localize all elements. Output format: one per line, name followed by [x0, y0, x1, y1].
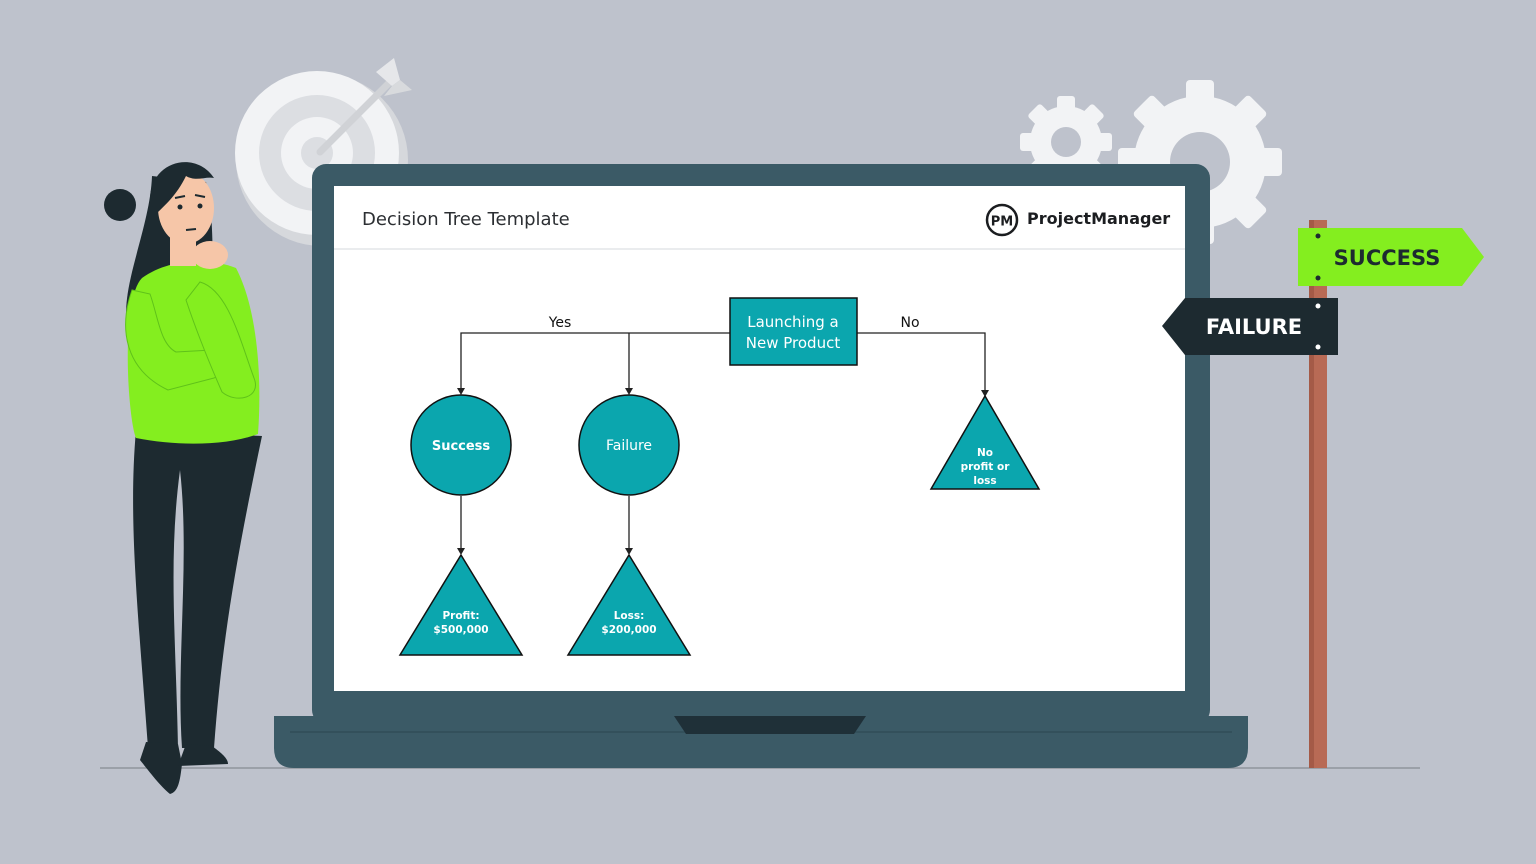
page-title: Decision Tree Template — [362, 209, 570, 230]
profit-line2: $500,000 — [433, 624, 488, 636]
failure-node-label: Failure — [606, 438, 652, 454]
success-node-label: Success — [432, 439, 491, 454]
sign-success: SUCCESS — [1298, 228, 1484, 286]
thinking-woman-illustration — [104, 162, 262, 794]
arrow-icon — [316, 58, 412, 156]
arrowheads — [457, 388, 989, 555]
chance-node-failure: Failure — [578, 394, 680, 496]
end-node-loss: Loss: $200,000 — [566, 553, 692, 656]
brand-name: ProjectManager — [1027, 209, 1170, 228]
chance-node-success: Success — [410, 394, 512, 496]
brand-badge: PM — [991, 215, 1013, 230]
edge-label-yes: Yes — [548, 315, 572, 331]
sign-failure: FAILURE — [1162, 298, 1338, 355]
loss-line2: $200,000 — [601, 624, 656, 636]
no-change-line1: No — [977, 447, 993, 459]
signpost: SUCCESS FAILURE — [1162, 220, 1484, 768]
edge-label-no: No — [900, 315, 919, 331]
projectmanager-logo: PM ProjectManager — [985, 203, 1170, 237]
sign-failure-label: FAILURE — [1206, 315, 1302, 339]
tree-connectors — [460, 332, 986, 548]
loss-line1: Loss: — [614, 610, 645, 622]
root-label-line1: Launching a — [747, 313, 838, 331]
end-node-no-profit-or-loss: No profit or loss — [929, 394, 1041, 490]
decision-node-root: Launching a New Product — [729, 297, 858, 366]
root-label-line2: New Product — [746, 334, 841, 352]
no-change-line2: profit or — [961, 461, 1011, 473]
profit-line1: Profit: — [442, 610, 479, 622]
end-node-profit: Profit: $500,000 — [398, 553, 524, 656]
sign-success-label: SUCCESS — [1334, 246, 1441, 270]
laptop-notch — [674, 716, 866, 734]
no-change-line3: loss — [973, 475, 996, 487]
